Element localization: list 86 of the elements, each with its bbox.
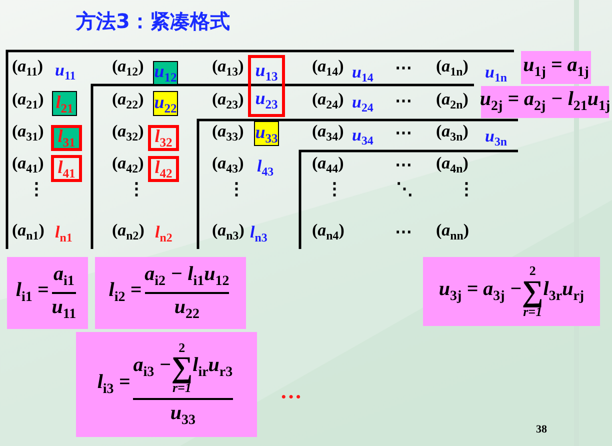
- highlight-box: [51, 155, 82, 182]
- matrix-entry: (a$_{11}$): [12, 57, 44, 79]
- summation-sign: ∑: [522, 278, 544, 305]
- formula-text: u$_{2j}$ = a$_{2j}$ − l$_{21}$u$_{1j}$: [480, 89, 610, 115]
- factor-label: u$_{22}$: [154, 92, 177, 114]
- factor-label: l$_{n1}$: [55, 223, 72, 245]
- matrix-entry: ⋯: [395, 92, 412, 110]
- matrix-entry: ⋮: [458, 180, 475, 198]
- formula-text: a$_{i1}$: [53, 264, 74, 290]
- formula-text: l$_{i2}$ =: [108, 280, 142, 306]
- formula-text: u$_{33}$: [170, 402, 196, 428]
- factor-label: l$_{n2}$: [155, 223, 172, 245]
- matrix-entry: (a$_{44}$): [312, 154, 344, 176]
- formula-text: u$_{11}$: [52, 296, 76, 322]
- factor-label: u$_{14}$: [352, 63, 374, 85]
- highlight-box: [248, 55, 285, 117]
- matrix-entry: ⋮: [28, 180, 45, 198]
- matrix-entry: (a$_{41}$): [12, 154, 44, 176]
- factor-label: u$_{23}$: [255, 89, 278, 111]
- formula-text: u$_{22}$: [174, 296, 200, 322]
- highlight-box: [148, 125, 179, 151]
- factor-label: u$_{3n}$: [485, 127, 508, 149]
- sum-limit: 2: [178, 340, 186, 354]
- matrix-entry: ⋮: [128, 180, 145, 198]
- matrix-entry: (a$_{33}$): [212, 122, 244, 144]
- matrix-entry: (a$_{14}$): [312, 57, 344, 79]
- matrix-entry: (a$_{31}$): [12, 122, 44, 144]
- formula-text: u$_{1j}$ = a$_{1j}$: [523, 54, 589, 80]
- matrix-entry: (a$_{12}$): [112, 57, 144, 79]
- highlight-box: [51, 125, 82, 151]
- factor-label: u$_{24}$: [352, 93, 374, 115]
- matrix-entry: (a$_{n4}$): [312, 221, 344, 243]
- highlight-box: [148, 156, 179, 182]
- summation-sign: ∑: [171, 354, 193, 382]
- factor-label: u$_{33}$: [255, 122, 278, 144]
- formula-text: l$_{i1}$ =: [16, 280, 49, 306]
- matrix-entry: (a$_{n3}$): [212, 221, 244, 243]
- formula-text: u$_{3j}$ = a$_{3j}$ −: [438, 278, 522, 304]
- matrix-entry: (a$_{22}$): [112, 90, 144, 112]
- matrix-entry: ⋯: [395, 60, 412, 76]
- matrix-entry: ⋮: [326, 180, 343, 198]
- factor-label: l$_{43}$: [257, 157, 274, 179]
- slide-title: 方法3：紧凑格式: [76, 8, 230, 35]
- factor-label: u$_{34}$: [352, 126, 374, 148]
- matrix-entry: ⋯: [395, 124, 412, 142]
- matrix-entry: (a$_{n2}$): [112, 221, 144, 243]
- matrix-entry: (a$_{13}$): [212, 57, 244, 79]
- matrix-entry: ⋯: [395, 156, 412, 174]
- factor-label: l$_{42}$: [154, 158, 172, 180]
- factor-label: u$_{1n}$: [485, 63, 508, 85]
- matrix-entry: (a$_{43}$): [212, 154, 244, 176]
- formula-box: [76, 332, 257, 437]
- factor-label: l$_{31}$: [58, 127, 76, 149]
- matrix-entry: (a$_{4n}$): [436, 154, 468, 176]
- formula-text: l$_{i3}$ =: [97, 372, 130, 398]
- factor-label: u$_{12}$: [154, 62, 177, 84]
- factor-label: u$_{13}$: [255, 61, 278, 83]
- matrix-entry: (a$_{34}$): [312, 122, 344, 144]
- matrix-entry: (a$_{23}$): [212, 90, 244, 112]
- factor-label: l$_{41}$: [58, 158, 76, 180]
- sum-limit: 2: [529, 264, 536, 278]
- factor-label: l$_{21}$: [56, 92, 74, 114]
- matrix-entry: (a$_{21}$): [12, 90, 44, 112]
- formula-text: a$_{i3}$ −: [133, 355, 172, 381]
- page-number: 38: [536, 424, 547, 436]
- matrix-entry: (a$_{24}$): [312, 90, 344, 112]
- factor-label: u$_{11}$: [55, 61, 76, 83]
- matrix-entry: (a$_{1n}$): [436, 57, 468, 79]
- formula-text: l$_{3r}$u$_{rj}$: [543, 278, 584, 304]
- matrix-entry: ⋱: [396, 180, 413, 198]
- formula-box: [423, 257, 600, 326]
- formula-text: l$_{ir}$u$_{r3}$: [192, 355, 233, 381]
- matrix-entry: (a$_{nn}$): [436, 221, 470, 243]
- factor-label: ···: [280, 386, 302, 408]
- matrix-entry: ⋮: [228, 180, 245, 198]
- formula-box: [95, 257, 246, 329]
- matrix-entry: (a$_{3n}$): [436, 122, 468, 144]
- formula-text: a$_{i2}$ − l$_{i1}$u$_{12}$: [144, 264, 230, 290]
- matrix-entry: (a$_{32}$): [112, 122, 144, 144]
- matrix-entry: (a$_{n1}$): [12, 221, 44, 243]
- factor-label: l$_{n3}$: [250, 223, 268, 245]
- formula-box: [7, 257, 88, 329]
- matrix-entry: (a$_{42}$): [112, 154, 144, 176]
- factor-label: l$_{32}$: [154, 127, 172, 149]
- matrix-entry: (a$_{2n}$): [436, 90, 468, 112]
- matrix-entry: ⋯: [395, 224, 412, 240]
